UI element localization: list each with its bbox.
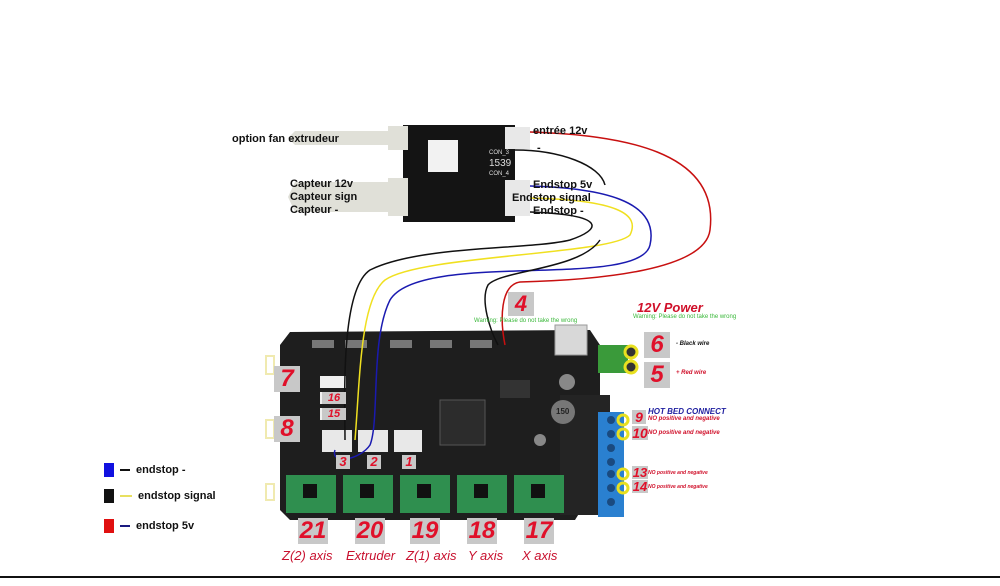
legend-endstop-minus: endstop - <box>104 463 186 477</box>
callout-13: 13 <box>632 465 648 480</box>
power-warning: Warning: Please do not take the wrong <box>633 314 737 320</box>
label-sensor-signal: Capteur sign <box>290 191 358 203</box>
warning-port4: Warning: Please do not take the wrong <box>474 318 578 324</box>
label-endstop-signal: Endstop signal <box>512 192 591 204</box>
stepper-drivers <box>286 475 564 513</box>
note-output-13: NO positive and negative <box>648 470 708 476</box>
usb-port <box>554 324 588 356</box>
capacitor <box>559 374 575 390</box>
callout-4: 4 <box>508 292 534 316</box>
silk-con3: CON_3 <box>489 150 510 156</box>
black-wire-endstop <box>343 211 593 441</box>
callout-18: 18 <box>467 517 497 544</box>
pin-headers <box>312 340 492 348</box>
microcontroller-chip <box>439 399 486 446</box>
callout-5: 5 <box>644 362 670 388</box>
capacitor-label: 150 <box>556 407 570 416</box>
callout-19: 19 <box>410 517 440 544</box>
axis-label-z1: Z(1) axis <box>406 548 457 563</box>
callout-21: 21 <box>298 517 328 544</box>
capacitor <box>534 434 546 446</box>
power-title: 12V Power <box>637 300 703 315</box>
yellow-wire <box>354 197 634 441</box>
line-navy <box>120 525 130 527</box>
label-sensor-minus: Capteur - <box>290 204 339 216</box>
label-fan-extruder: option fan extrudeur <box>232 133 339 145</box>
callout-9: 9 <box>632 410 646 424</box>
label-sensor-12v: Capteur 12v <box>290 178 353 190</box>
legend-label: endstop signal <box>138 490 216 502</box>
silk-code: 1539 <box>489 158 512 169</box>
label-input-minus: - <box>537 142 541 154</box>
callout-7: 7 <box>274 366 300 392</box>
swatch-blue <box>104 463 114 477</box>
label-endstop-minus: Endstop - <box>533 205 584 217</box>
capacitor <box>551 400 575 424</box>
legend-endstop-5v: endstop 5v <box>104 519 194 533</box>
endstop-connector <box>505 180 530 216</box>
note-black-wire: - Black wire <box>676 341 710 347</box>
callout-endstop-1: 1 <box>402 455 416 469</box>
swatch-black <box>104 489 114 503</box>
line-yellow <box>120 495 132 497</box>
callout-endstop-3: 3 <box>336 455 350 469</box>
black-wire-top <box>514 149 606 186</box>
power-terminal-block <box>598 345 628 373</box>
silk-con4: CON_4 <box>489 171 510 177</box>
fan-connector-plug <box>288 131 390 145</box>
note-red-wire: + Red wire <box>676 370 707 376</box>
legend-label: endstop - <box>136 464 186 476</box>
callout-endstop-2: 2 <box>367 455 381 469</box>
axis-label-extruder: Extruder <box>346 548 396 563</box>
black-wire-board <box>484 239 601 346</box>
axis-label-y: Y axis <box>468 548 504 563</box>
note-output-9: NO positive and negative <box>648 416 720 422</box>
callout-10: 10 <box>632 425 648 441</box>
input-connector <box>505 127 530 149</box>
callout-15: 15 <box>322 408 346 420</box>
callout-8: 8 <box>274 416 300 442</box>
callout-17: 17 <box>524 517 554 544</box>
bottom-border <box>0 576 1000 578</box>
sensor-connector-plug <box>288 182 390 212</box>
interface-module-pcb <box>403 125 515 222</box>
callout-20: 20 <box>355 517 385 544</box>
label-endstop-5v: Endstop 5v <box>533 179 593 191</box>
line-black <box>120 469 130 471</box>
red-wire <box>501 131 712 346</box>
label-input-12v: entrée 12v <box>533 125 588 137</box>
hotbed-title: HOT BED CONNECT <box>648 407 726 416</box>
callout-14: 14 <box>632 479 648 494</box>
swatch-red <box>104 519 114 533</box>
terminal-marker-5 <box>623 359 639 375</box>
legend-endstop-signal: endstop signal <box>104 489 216 503</box>
terminal-marker-6 <box>623 344 639 360</box>
callout-16: 16 <box>322 392 346 404</box>
note-output-14: NO positive and negative <box>648 484 708 490</box>
legend-label: endstop 5v <box>136 520 195 532</box>
note-output-10: NO positive and negative <box>648 430 720 436</box>
optocoupler <box>428 140 458 172</box>
callout-6: 6 <box>644 332 670 358</box>
blue-wire <box>333 185 652 460</box>
axis-label-z2: Z(2) axis <box>282 548 333 563</box>
axis-label-x: X axis <box>522 548 558 563</box>
